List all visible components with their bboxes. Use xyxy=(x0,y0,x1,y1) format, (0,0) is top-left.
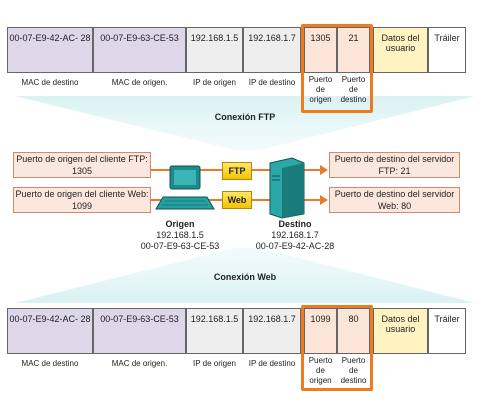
caption-ip-dest: IP de destino xyxy=(248,78,296,87)
computer-icon xyxy=(155,165,215,210)
frame-cell-ip-dest: 192.168.1.7 xyxy=(243,308,301,354)
port-highlight xyxy=(301,24,373,113)
destination-mac: 00-07-E9-42-AC-28 xyxy=(255,241,335,251)
caption-mac-src: MAC de origen. xyxy=(111,78,168,87)
frame-cell-ip-src: 192.168.1.5 xyxy=(186,27,243,73)
web-connection-label: Conexión Web xyxy=(213,272,277,282)
caption-src-port: Puerto de origen xyxy=(308,356,333,385)
server-icon xyxy=(269,157,305,219)
frame-cell-trailer: Tráiler xyxy=(428,27,466,73)
frame-cell-mac-dest: 00-07-E9-42-AC- 28 xyxy=(7,27,93,73)
bottom-funnel xyxy=(15,248,475,303)
client-ftp-port-box: Puerto de origen del cliente FTP: 1305 xyxy=(13,152,151,178)
server-ftp-port-box: Puerto de destino del servidor FTP: 21 xyxy=(329,152,460,178)
frame-cell-data: Datos del usuario xyxy=(373,27,428,73)
caption-src-port: Puerto de origen xyxy=(308,75,333,104)
origin-ip: 192.168.1.5 xyxy=(156,230,204,240)
client-web-port-box: Puerto de origen del cliente Web: 1099 xyxy=(13,187,151,213)
caption-dest-port: Puerto de destino xyxy=(340,75,367,104)
destination-ip: 192.168.1.7 xyxy=(271,230,319,240)
ftp-tag: FTP xyxy=(222,162,252,180)
caption-ip-src: IP de origen xyxy=(193,78,236,87)
port-highlight xyxy=(301,305,373,391)
frame-cell-ip-dest: 192.168.1.7 xyxy=(243,27,301,73)
origin-title: Origen xyxy=(165,219,195,229)
frame-cell-dest-port: 21 xyxy=(337,27,370,73)
origin-mac: 00-07-E9-63-CE-53 xyxy=(140,241,220,251)
frame-cell-dest-port: 80 xyxy=(337,308,370,354)
top-funnel xyxy=(15,96,475,150)
caption-mac-dest: MAC de destino xyxy=(21,78,79,87)
web-tag: Web xyxy=(222,191,252,209)
caption-ip-src: IP de origen xyxy=(193,359,236,368)
frame-cell-mac-dest: 00-07-E9-42-AC- 28 xyxy=(7,308,93,354)
frame-cell-ip-src: 192.168.1.5 xyxy=(186,308,243,354)
frame-cell-mac-src: 00-07-E9-63-CE-53 xyxy=(93,308,186,354)
caption-mac-src: MAC de origen. xyxy=(111,359,168,368)
frame-cell-trailer: Tráiler xyxy=(428,308,466,354)
frame-cell-mac-src: 00-07-E9-63-CE-53 xyxy=(93,27,186,73)
caption-dest-port: Puerto de destino xyxy=(340,356,367,385)
frame-cell-src-port: 1099 xyxy=(304,308,337,354)
frame-cell-data: Datos del usuario xyxy=(373,308,428,354)
caption-ip-dest: IP de destino xyxy=(248,359,296,368)
frame-cell-src-port: 1305 xyxy=(304,27,337,73)
caption-mac-dest: MAC de destino xyxy=(21,359,79,368)
ftp-connection-label: Conexión FTP xyxy=(214,112,276,122)
destination-title: Destino xyxy=(278,219,312,229)
server-web-port-box: Puerto de destino del servidor Web: 80 xyxy=(329,187,460,213)
